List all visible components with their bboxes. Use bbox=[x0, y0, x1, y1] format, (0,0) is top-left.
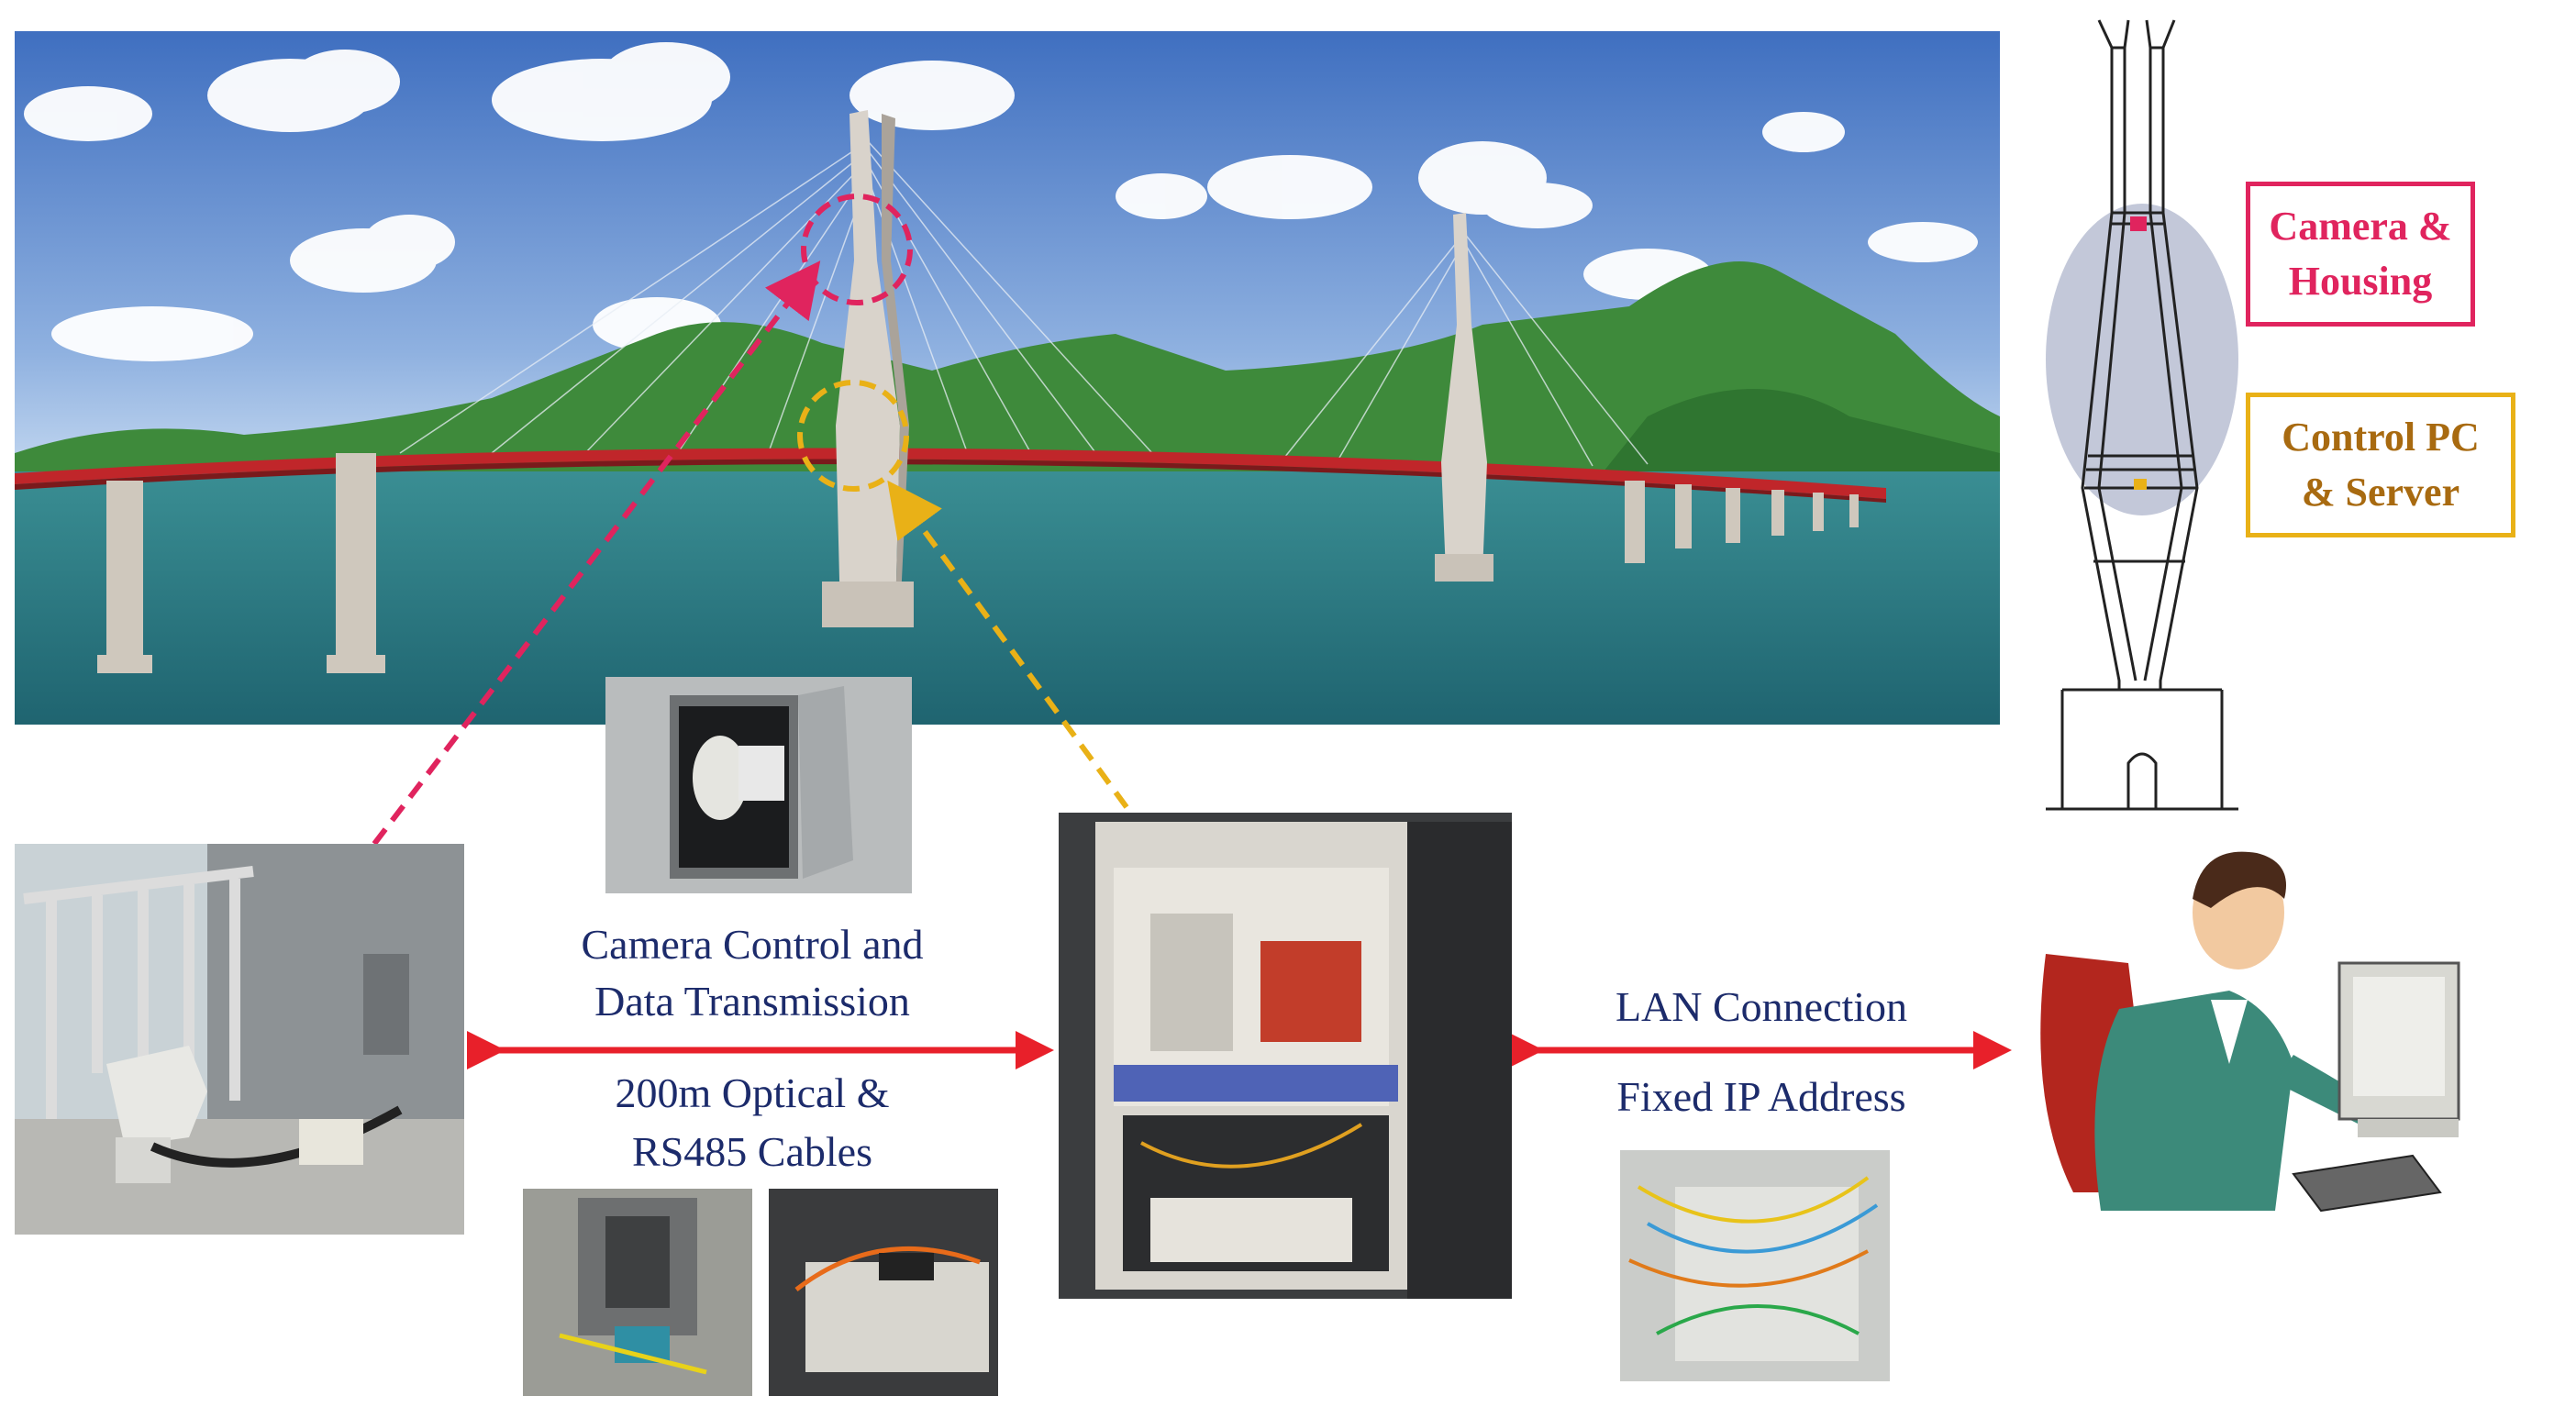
fixed-ip-label: Fixed IP Address bbox=[1616, 1073, 1906, 1120]
camera-pointer-line bbox=[372, 260, 821, 846]
lan-connection-label: LAN Connection bbox=[1615, 983, 1908, 1030]
ptz-camera-photo bbox=[15, 844, 464, 1235]
control-pointer-line bbox=[887, 480, 1129, 809]
control-location-marker bbox=[797, 380, 909, 492]
camera-location-marker bbox=[801, 194, 913, 305]
control-position-marker bbox=[2134, 479, 2147, 490]
camera-position-marker bbox=[2130, 216, 2147, 231]
camera-housing-line-1: Camera & bbox=[2269, 204, 2452, 249]
control-pc-line-1: Control PC bbox=[2282, 415, 2480, 460]
patch-panel-photo bbox=[1620, 1150, 1890, 1381]
operator-clipart bbox=[2040, 851, 2460, 1213]
camera-cable-photo bbox=[523, 1189, 752, 1396]
optical-cables-label-1: 200m Optical & bbox=[615, 1069, 890, 1116]
camera-housing-box: Camera & Housing bbox=[2246, 182, 2475, 327]
camera-control-label: Camera Control and bbox=[581, 921, 924, 968]
camera-enclosure-photo bbox=[605, 677, 912, 893]
optical-cables-label-2: RS485 Cables bbox=[632, 1128, 872, 1175]
camera-housing-line-2: Housing bbox=[2288, 259, 2433, 304]
control-pc-box: Control PC & Server bbox=[2246, 393, 2515, 537]
bridge-photo bbox=[15, 31, 2000, 725]
control-pc-line-2: & Server bbox=[2301, 470, 2460, 515]
converter-photo bbox=[769, 1189, 998, 1396]
server-rack-photo bbox=[1059, 813, 1512, 1299]
data-transmission-label: Data Transmission bbox=[594, 978, 910, 1025]
pylon-schematic bbox=[2046, 19, 2238, 811]
